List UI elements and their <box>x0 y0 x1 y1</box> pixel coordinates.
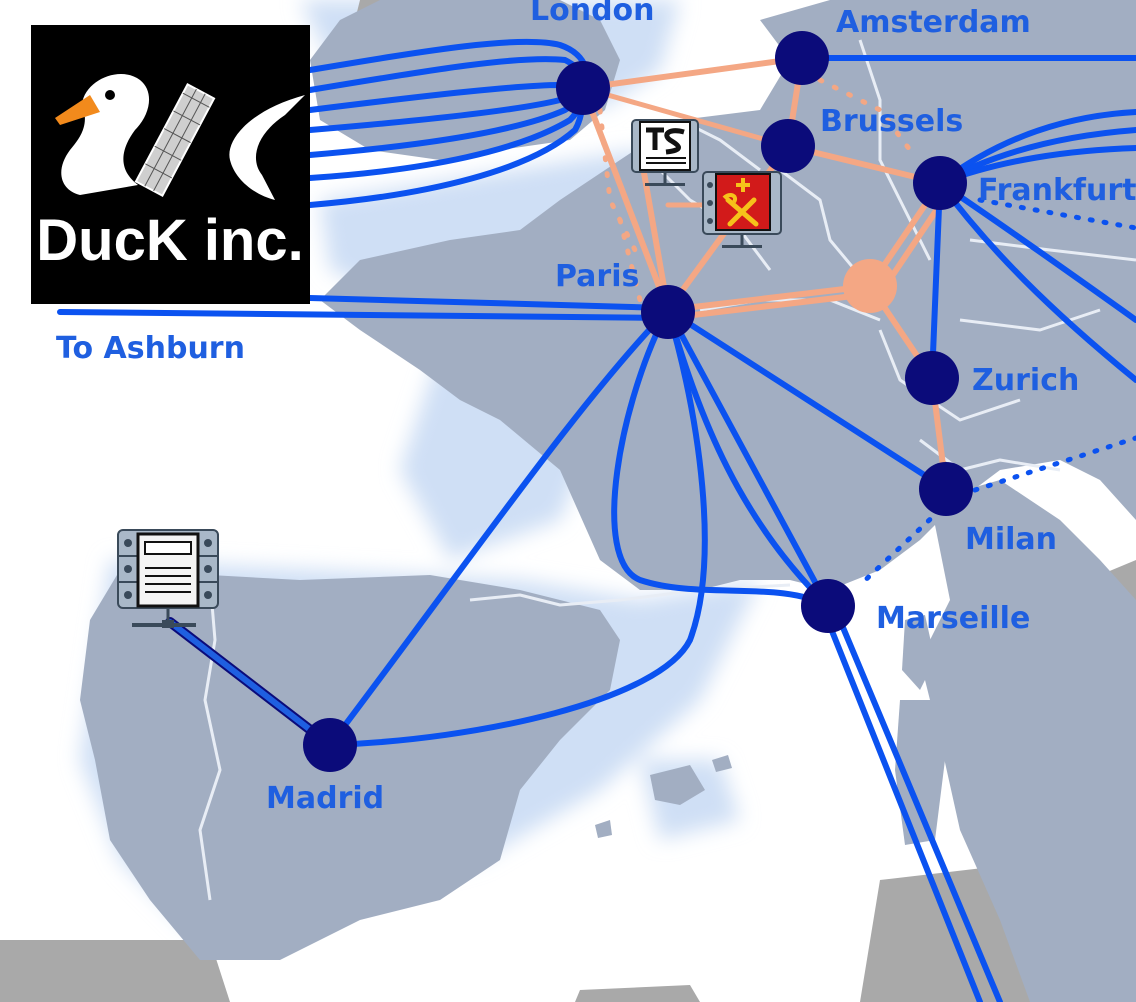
node-frankfurt[interactable] <box>913 156 967 210</box>
italy <box>920 480 1136 1002</box>
link-london-brussels <box>580 85 791 149</box>
link-paris-madrid-1 <box>327 307 671 748</box>
link-frankfurt-east <box>937 180 1136 323</box>
node-madrid[interactable] <box>303 718 357 772</box>
dotted-links <box>857 197 1136 588</box>
sardinia <box>895 700 945 845</box>
label-madrid: Madrid <box>266 781 384 816</box>
node-brussels[interactable] <box>761 119 815 173</box>
node-amsterdam[interactable] <box>775 31 829 85</box>
label-london: London <box>530 0 655 28</box>
continental-europe <box>320 0 1136 590</box>
link-server-madrid <box>167 619 333 748</box>
node-zurich[interactable] <box>905 351 959 405</box>
link-marseille-south-2 <box>831 603 1003 1002</box>
local-link-dots <box>597 77 913 303</box>
link-frankfurt-zurich <box>929 180 943 381</box>
logo-company-name: DucK inc. <box>36 208 304 273</box>
link-paris-marseille-1 <box>665 307 831 609</box>
label-milan: Milan <box>965 522 1057 557</box>
link-london-amsterdam <box>580 55 805 91</box>
server-rack-icon[interactable] <box>117 529 219 628</box>
iberia <box>80 570 620 960</box>
node-milan[interactable] <box>919 462 973 516</box>
ibiza <box>595 820 612 838</box>
link-ts-paris <box>637 147 671 313</box>
mallorca <box>650 765 705 805</box>
label-brussels: Brussels <box>820 104 963 139</box>
backbone-links <box>57 38 1136 1002</box>
link-paris-marseille-3 <box>611 307 831 609</box>
ts-server-icon[interactable] <box>631 119 699 186</box>
menorca <box>712 755 732 772</box>
label-marseille: Marseille <box>876 601 1030 636</box>
label-zurich: Zurich <box>972 363 1079 398</box>
link-paris-madrid-2 <box>327 307 708 748</box>
link-to-ashburn <box>57 309 671 321</box>
link-paris-hub-2 <box>665 291 873 321</box>
label-frankfurt: Frankfurt <box>978 173 1136 208</box>
link-london-paris <box>580 85 671 313</box>
nodes <box>303 31 973 772</box>
land <box>80 0 1136 1002</box>
label-paris: Paris <box>555 259 639 294</box>
node-marseille[interactable] <box>801 579 855 633</box>
link-paris-milan <box>665 307 949 492</box>
duck-keyboard-logo: DucK inc. <box>31 25 310 304</box>
corsica <box>902 615 935 690</box>
city-labels: London Amsterdam Brussels Frankfurt Pari… <box>56 0 1136 816</box>
hammer-pick-server-icon[interactable] <box>702 171 782 248</box>
node-london[interactable] <box>556 61 610 115</box>
label-to-ashburn: To Ashburn <box>56 331 245 366</box>
node-paris[interactable] <box>641 285 695 339</box>
link-marseille-south-1 <box>819 603 983 1002</box>
label-amsterdam: Amsterdam <box>836 5 1031 40</box>
link-paris-hub-1 <box>665 283 873 313</box>
node-hub[interactable] <box>843 259 897 313</box>
